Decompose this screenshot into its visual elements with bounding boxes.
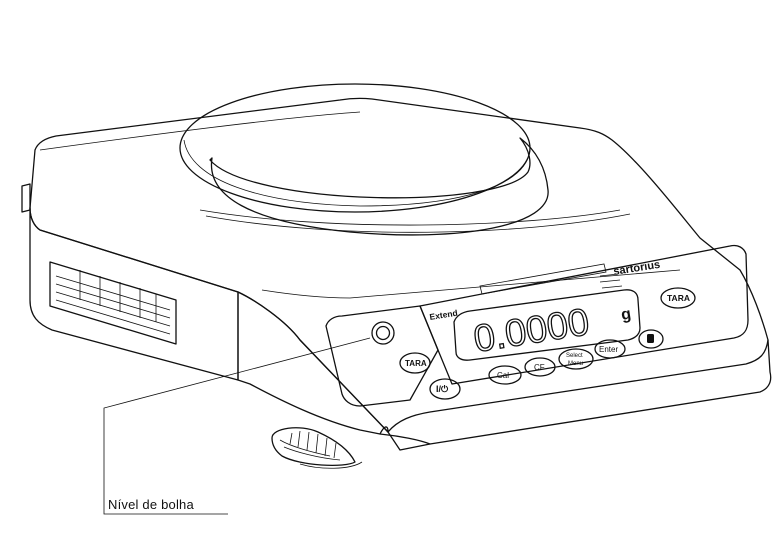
keypad	[399, 287, 696, 400]
balance-body	[21, 97, 772, 451]
power-button[interactable]: I/⏻	[436, 384, 449, 394]
tara-button-left[interactable]: TARA	[405, 359, 427, 368]
brand-logo: sartorius	[613, 259, 661, 278]
leveling-foot	[271, 427, 363, 469]
cal-button[interactable]: Cal	[497, 371, 509, 380]
callout-leader	[103, 337, 371, 515]
tara-button-right[interactable]: TARA	[667, 293, 690, 303]
callout-label: Nível de bolha	[108, 497, 194, 512]
rating-plate	[49, 261, 177, 345]
weighing-pan	[179, 83, 549, 236]
enter-button[interactable]: Enter	[599, 345, 618, 354]
display-reading: 0.0000	[471, 301, 592, 361]
control-panel	[325, 244, 749, 407]
menu-button-label[interactable]: Menu	[568, 361, 583, 367]
model-label: Extend	[429, 308, 459, 322]
cf-button[interactable]: CF	[534, 363, 545, 372]
select-button-label[interactable]: Select	[566, 353, 583, 359]
display-unit: g	[620, 306, 632, 324]
bubble-level	[371, 321, 395, 345]
print-icon	[647, 334, 654, 343]
